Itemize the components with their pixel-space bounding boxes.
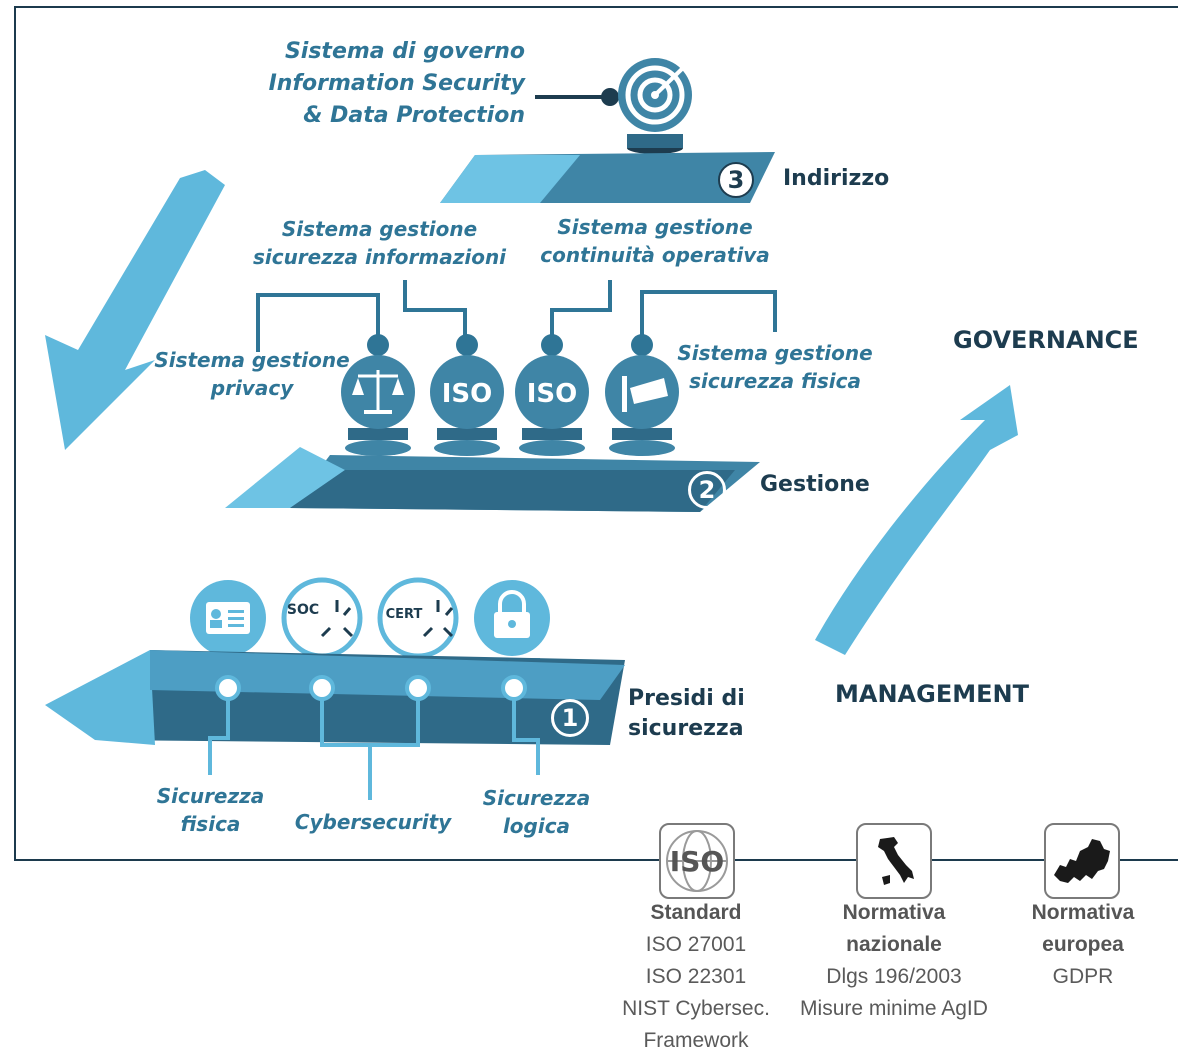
italy-reference-box bbox=[856, 823, 932, 899]
iso-27001-icon: ISO bbox=[430, 334, 504, 456]
standard-line-3: NIST Cybersec. bbox=[622, 997, 770, 1020]
level1-label-line-2: sicurezza bbox=[628, 716, 744, 741]
europe-map-icon bbox=[1054, 839, 1110, 883]
governance-system-title: Sistema di governo Information Security … bbox=[255, 36, 525, 132]
iso-icon-text-1: ISO bbox=[442, 379, 493, 409]
physical-security-label-line-1: Sistema gestione bbox=[677, 341, 873, 365]
privacy-label-line-1: Sistema gestione bbox=[154, 348, 350, 372]
physical-security-label: Sistema gestione sicurezza fisica bbox=[675, 339, 875, 395]
frame-top-border bbox=[14, 6, 1178, 8]
frame-bottom-border bbox=[14, 859, 1178, 861]
sgsi-label-line-2: sicurezza informazioni bbox=[252, 245, 507, 269]
level1-number: 1 bbox=[551, 699, 589, 737]
presidi-connectors bbox=[208, 675, 540, 800]
sgsi-label-line-1: Sistema gestione bbox=[281, 217, 478, 241]
cert-icon-text: CERT bbox=[386, 607, 423, 622]
national-reference: Normativa nazionale Dlgs 196/2003 Misure… bbox=[790, 897, 998, 1025]
standard-reference: Standard ISO 27001 ISO 22301 NIST Cybers… bbox=[610, 897, 782, 1057]
management-label: MANAGEMENT bbox=[835, 680, 1029, 708]
standard-heading: Standard bbox=[650, 901, 742, 924]
level1-label: Presidi di sicurezza bbox=[628, 684, 745, 744]
europe-reference-box bbox=[1044, 823, 1120, 899]
title-line-1: Sistema di governo bbox=[284, 39, 525, 64]
physical-presidio-label-line-1: Sicurezza bbox=[156, 784, 265, 808]
iso-globe-icon: ISO bbox=[666, 830, 728, 892]
level1-label-line-1: Presidi di bbox=[628, 686, 745, 711]
privacy-label-line-2: privacy bbox=[210, 376, 294, 400]
european-reference: Normativa europea GDPR bbox=[1016, 897, 1150, 993]
camera-icon bbox=[605, 334, 679, 456]
national-line-2: Misure minime AgID bbox=[800, 997, 988, 1020]
title-line-2: Information Security bbox=[268, 71, 525, 96]
logical-presidio-label-line-2: logica bbox=[502, 814, 571, 838]
governance-label: GOVERNANCE bbox=[953, 326, 1139, 354]
standard-line-2: ISO 22301 bbox=[645, 965, 747, 988]
iso-reference-icon-text: ISO bbox=[670, 845, 724, 878]
privacy-scale-icon bbox=[341, 334, 415, 456]
target-icon bbox=[535, 58, 692, 154]
up-cycle-arrow bbox=[815, 385, 1018, 655]
iso-icon-text-2: ISO bbox=[527, 379, 578, 409]
gestione-connectors bbox=[256, 280, 777, 352]
italy-map-icon bbox=[878, 837, 914, 885]
physical-presidio-label-line-2: fisica bbox=[180, 812, 241, 836]
logical-presidio-label: Sicurezza logica bbox=[474, 784, 599, 840]
title-line-3: & Data Protection bbox=[303, 103, 525, 128]
european-line-1: GDPR bbox=[1052, 965, 1114, 988]
iso-22301-icon: ISO bbox=[515, 334, 589, 456]
national-heading-2: nazionale bbox=[846, 933, 942, 956]
continuity-label: Sistema gestione continuità operativa bbox=[535, 213, 775, 269]
level2-number: 2 bbox=[688, 471, 726, 509]
down-cycle-arrow bbox=[45, 170, 225, 450]
level2-platform bbox=[225, 447, 760, 512]
continuity-label-line-1: Sistema gestione bbox=[557, 215, 753, 239]
standard-line-1: ISO 27001 bbox=[645, 933, 747, 956]
european-heading-1: Normativa bbox=[1031, 901, 1135, 924]
level1-platform bbox=[45, 650, 625, 745]
level3-platform bbox=[440, 152, 775, 203]
level3-number: 3 bbox=[718, 162, 754, 198]
iso-reference-box: ISO bbox=[659, 823, 735, 899]
cybersecurity-label: Cybersecurity bbox=[288, 808, 458, 836]
cybersecurity-label-line-1: Cybersecurity bbox=[294, 810, 452, 834]
logical-presidio-label-line-1: Sicurezza bbox=[482, 786, 591, 810]
level3-label: Indirizzo bbox=[783, 166, 890, 191]
european-heading-2: europea bbox=[1042, 933, 1124, 956]
sgsi-label: Sistema gestione sicurezza informazioni bbox=[252, 215, 507, 271]
level2-label: Gestione bbox=[760, 472, 870, 497]
frame-left-border bbox=[14, 6, 16, 860]
continuity-label-line-2: continuità operativa bbox=[540, 243, 770, 267]
standard-line-4: Framework bbox=[643, 1029, 749, 1052]
soc-icon-text: SOC bbox=[287, 602, 319, 618]
national-heading-1: Normativa bbox=[842, 901, 946, 924]
physical-security-label-line-2: sicurezza fisica bbox=[689, 369, 861, 393]
national-line-1: Dlgs 196/2003 bbox=[826, 965, 962, 988]
physical-presidio-label: Sicurezza fisica bbox=[148, 782, 273, 838]
privacy-label: Sistema gestione privacy bbox=[152, 346, 352, 402]
